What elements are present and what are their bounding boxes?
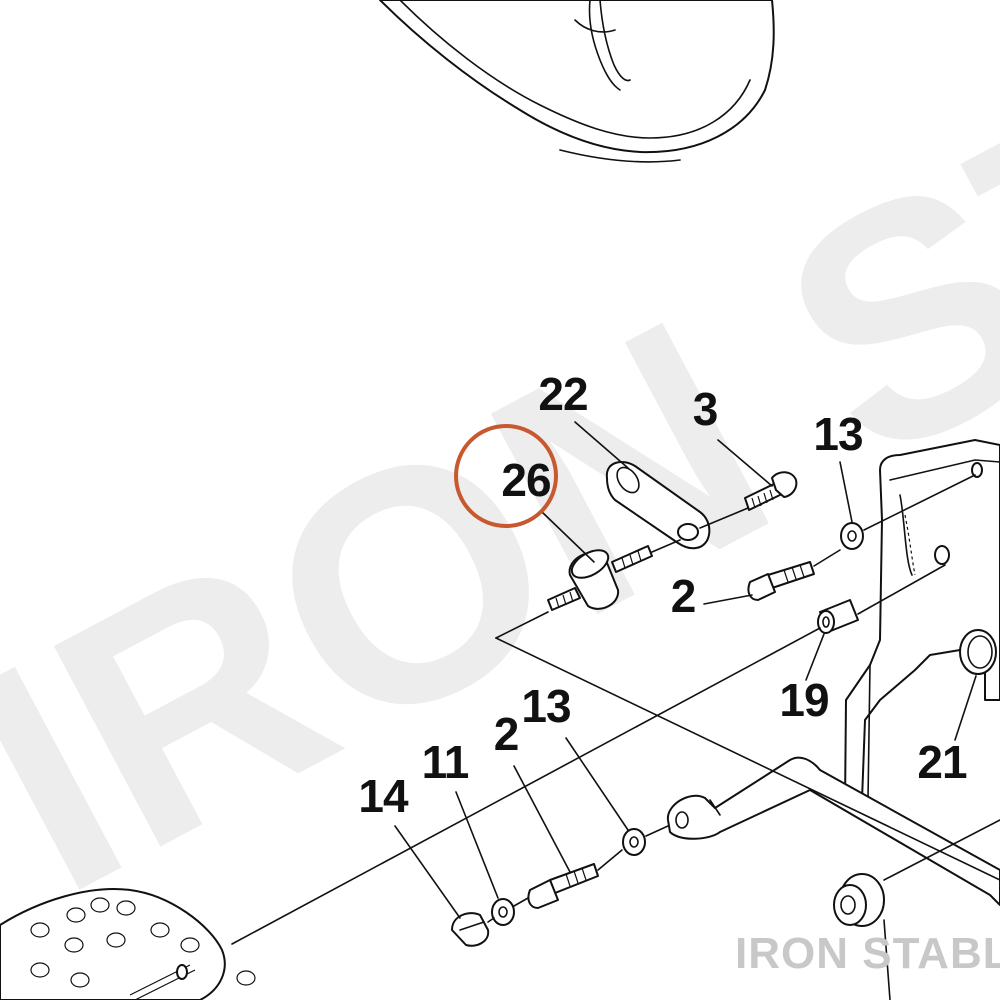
brand-text: IRON STABLE [735, 929, 1000, 978]
part-11-washer [491, 898, 515, 926]
assembly-lines [231, 474, 1000, 1000]
part-26-stud [547, 545, 653, 611]
brake-lever-arm [666, 756, 1000, 906]
callout-26: 26 [501, 454, 550, 506]
part-22-link-plate [605, 461, 711, 550]
callout-22: 22 [538, 368, 587, 420]
pulley-part [833, 873, 885, 927]
part-2-bolt-upper [747, 561, 815, 601]
callout-13-upper: 13 [813, 408, 862, 460]
callout-21: 21 [917, 736, 967, 788]
part-13-washer-upper [840, 522, 864, 550]
part-13-washer-lower [622, 828, 646, 856]
fender-part [379, 0, 775, 163]
part-14-acorn-nut [451, 912, 490, 947]
part-2-bolt-lower [527, 863, 599, 909]
callout-13-lower: 13 [521, 680, 570, 732]
watermark-text: IRON STABLE [0, 0, 1000, 962]
footboard-part [0, 888, 256, 1000]
part-19-bushing [817, 599, 859, 634]
callout-2-lower: 2 [494, 708, 519, 760]
part-3-screw [744, 471, 798, 511]
callout-19: 19 [779, 674, 828, 726]
highlight-ring [454, 424, 558, 528]
callout-2-upper: 2 [671, 570, 696, 622]
callout-11: 11 [422, 736, 469, 788]
leader-lines [394, 421, 977, 919]
callout-14: 14 [358, 770, 409, 822]
part-21-ring [959, 629, 997, 675]
callout-3: 3 [693, 383, 718, 435]
